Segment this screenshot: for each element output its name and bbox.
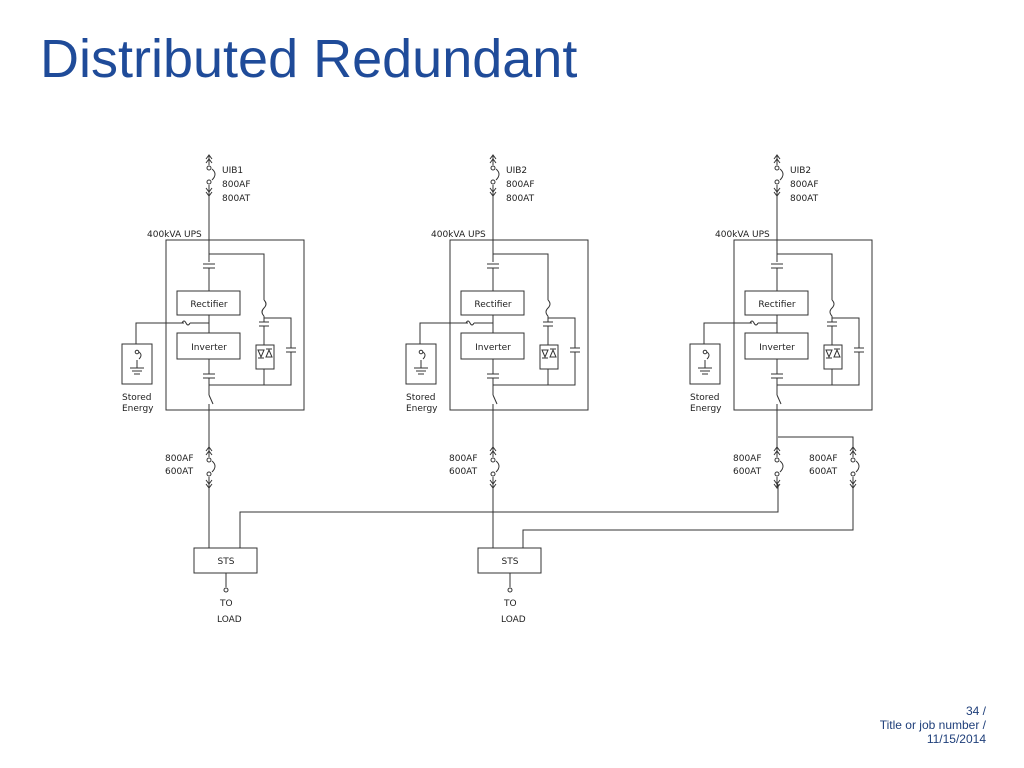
ups-unit-1: UIB1 800AF 800AT 400kVA UPS RectifierInverte… — [121, 154, 305, 489]
ups-label: 400kVA UPS — [431, 230, 486, 240]
footer: 34 / Title or job number / 11/15/2014 — [880, 704, 986, 746]
page-number: 34 / — [965, 704, 986, 718]
stored-energy-label-1: Stored — [122, 393, 152, 403]
extra-breaker-frame: 800AF — [809, 454, 838, 464]
output-breaker-frame: 800AF — [449, 454, 478, 464]
ups-unit-3: UIB2 800AF 800AT 400kVA UPS RectifierInverte… — [689, 154, 873, 489]
input-breaker-trip: 800AT — [506, 194, 535, 204]
input-breaker-trip: 800AT — [790, 194, 819, 204]
load-terminal — [223, 587, 229, 593]
ups-label: 400kVA UPS — [147, 230, 202, 240]
input-breaker-trip: 800AT — [222, 194, 251, 204]
load-label-to: TO — [219, 599, 233, 609]
static-switch — [255, 344, 275, 370]
footer-date: 11/15/2014 — [926, 732, 986, 746]
ups-enclosure — [733, 239, 873, 411]
output-breaker-1 — [205, 446, 216, 489]
output-breaker-4 — [849, 446, 860, 489]
load-terminal — [507, 587, 513, 593]
sts-label: STS — [218, 557, 235, 567]
extra-breaker-trip: 600AT — [809, 467, 838, 477]
input-breaker-id: UIB2 — [506, 166, 527, 176]
input-breaker-frame: 800AF — [506, 180, 535, 190]
input-breaker-frame: 800AF — [790, 180, 819, 190]
stored-energy-battery — [405, 343, 437, 385]
static-switch — [539, 344, 559, 370]
rectifier-label: Rectifier — [474, 300, 512, 310]
wire-ups3-tap — [778, 436, 854, 452]
stored-energy-label-1: Stored — [406, 393, 436, 403]
stored-energy-battery — [121, 343, 153, 385]
stored-energy-label-1: Stored — [690, 393, 720, 403]
output-breaker-3 — [773, 446, 784, 489]
ups-enclosure — [449, 239, 589, 411]
input-breaker-2 — [489, 154, 500, 197]
job-number: Title or job number / — [879, 718, 986, 732]
output-breaker-frame: 800AF — [165, 454, 194, 464]
output-breaker-trip: 600AT — [449, 467, 478, 477]
input-breaker-1 — [205, 154, 216, 197]
load-label-load: LOAD — [501, 615, 526, 625]
rectifier-label: Rectifier — [190, 300, 228, 310]
slide-title: Distributed Redundant — [40, 29, 578, 89]
load-label-to: TO — [503, 599, 517, 609]
input-breaker-3 — [773, 154, 784, 197]
ups-label: 400kVA UPS — [715, 230, 770, 240]
stored-energy-battery — [689, 343, 721, 385]
output-breaker-2 — [489, 446, 500, 489]
inverter-label: Inverter — [191, 343, 227, 353]
input-breaker-id: UIB2 — [790, 166, 811, 176]
input-breaker-frame: 800AF — [222, 180, 251, 190]
extra-output-breaker: 800AF 600AT — [809, 446, 860, 489]
input-breaker-id: UIB1 — [222, 166, 243, 176]
static-switch — [823, 344, 843, 370]
sts-label: STS — [502, 557, 519, 567]
output-breaker-frame: 800AF — [733, 454, 762, 464]
stored-energy-label-2: Energy — [406, 404, 438, 414]
load-label-load: LOAD — [217, 615, 242, 625]
stored-energy-label-2: Energy — [122, 404, 154, 414]
wire-extra-to-sts2 — [522, 484, 854, 548]
output-breaker-trip: 600AT — [165, 467, 194, 477]
inverter-label: Inverter — [475, 343, 511, 353]
inverter-label: Inverter — [759, 343, 795, 353]
stored-energy-label-2: Energy — [690, 404, 722, 414]
wire-ups3-to-sts1 — [239, 484, 779, 548]
ups-unit-2: UIB2 800AF 800AT 400kVA UPS RectifierInverte… — [405, 154, 589, 489]
output-breaker-trip: 600AT — [733, 467, 762, 477]
sts-unit-2: STS TO LOAD — [477, 547, 542, 625]
sts-unit-1: STS TO LOAD — [193, 547, 258, 625]
rectifier-label: Rectifier — [758, 300, 796, 310]
ups-enclosure — [165, 239, 305, 411]
